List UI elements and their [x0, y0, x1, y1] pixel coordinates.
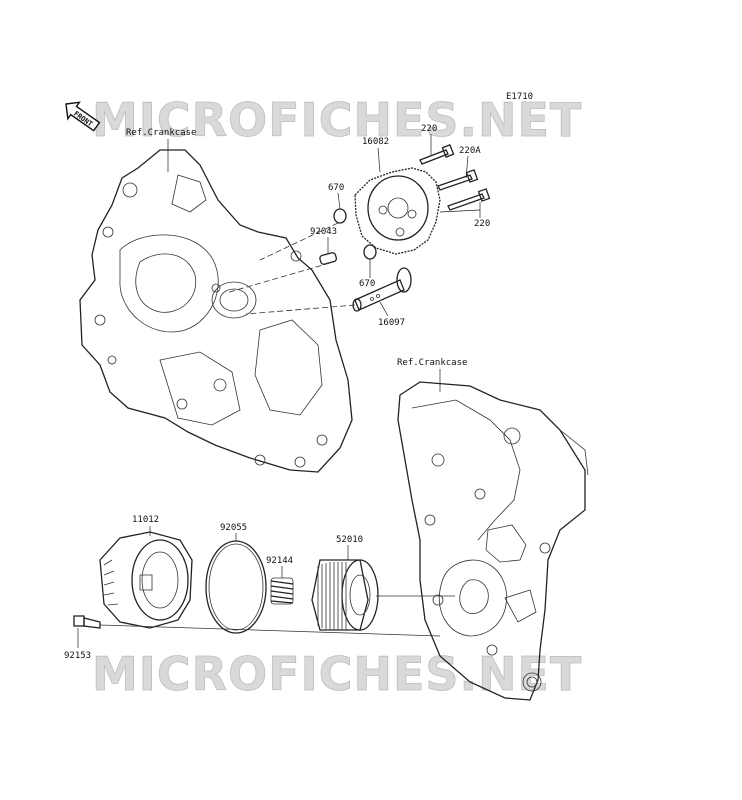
label-92043: 92043	[310, 227, 337, 237]
watermark-top: MICROFICHES.NET	[92, 93, 582, 147]
o-ring-670-top	[333, 208, 347, 224]
label-92144: 92144	[266, 556, 293, 566]
label-16082: 16082	[362, 137, 389, 147]
label-220a: 220A	[459, 146, 481, 156]
o-ring-92055	[205, 540, 267, 634]
oil-filter-cover-11012	[99, 531, 193, 629]
o-ring-670-bottom	[363, 244, 377, 260]
right-crankcase	[397, 381, 589, 701]
spring-92144	[270, 577, 294, 605]
label-52010: 52010	[336, 535, 363, 545]
left-crankcase	[79, 149, 353, 473]
figure-code: E1710	[506, 92, 533, 102]
oil-pump-gear-16082	[354, 167, 441, 255]
label-670-top: 670	[328, 183, 344, 193]
oil-filter-52010	[311, 559, 379, 631]
label-220-bottom: 220	[474, 219, 490, 229]
watermark-bottom: MICROFICHES.NET	[92, 647, 582, 701]
label-11012: 11012	[132, 515, 159, 525]
ref-crankcase-left-label: Ref.Crankcase	[126, 128, 196, 138]
label-670-bottom: 670	[359, 279, 375, 289]
ref-crankcase-right-label: Ref.Crankcase	[397, 358, 467, 368]
label-220-top: 220	[421, 124, 437, 134]
label-92153: 92153	[64, 651, 91, 661]
oil-pump-shaft-16097	[352, 267, 412, 312]
label-92055: 92055	[220, 523, 247, 533]
bolts-220	[419, 144, 491, 211]
bolt-92153	[73, 615, 101, 629]
label-16097: 16097	[378, 318, 405, 328]
